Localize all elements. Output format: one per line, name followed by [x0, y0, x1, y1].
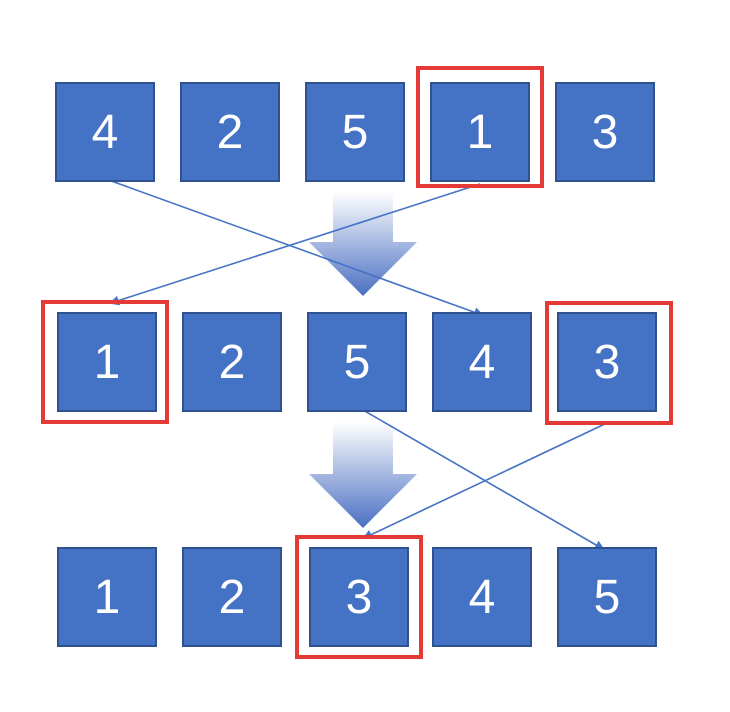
row2-cell-1: 1 — [57, 312, 157, 412]
highlight-row2-cell-1 — [41, 300, 169, 424]
swap-line-3 — [362, 421, 610, 540]
swap-line-4 — [102, 177, 484, 317]
highlight-row2-cell-5 — [545, 301, 673, 425]
row2-cell-3: 5 — [307, 312, 407, 412]
down-arrow-2 — [309, 422, 417, 528]
row3-cell-2: 2 — [182, 547, 282, 647]
row3-cell-5: 5 — [557, 547, 657, 647]
row2-cell-2: 2 — [182, 312, 282, 412]
row3-cell-1: 1 — [57, 547, 157, 647]
highlight-row3-cell-3 — [295, 535, 423, 659]
row1-cell-2: 2 — [180, 82, 280, 182]
row2-cell-5: 3 — [557, 312, 657, 412]
row3-cell-4: 4 — [432, 547, 532, 647]
row1-cell-5: 3 — [555, 82, 655, 182]
row2-cell-4: 4 — [432, 312, 532, 412]
swap-line-1 — [109, 183, 481, 306]
row1-cell-1: 4 — [55, 82, 155, 182]
swap-line-5 — [362, 409, 605, 551]
row1-cell-3: 5 — [305, 82, 405, 182]
row3-cell-3: 3 — [309, 547, 409, 647]
row1-cell-4: 1 — [430, 82, 530, 182]
highlight-row1-cell-4 — [416, 66, 544, 188]
down-arrow-1 — [309, 192, 417, 296]
